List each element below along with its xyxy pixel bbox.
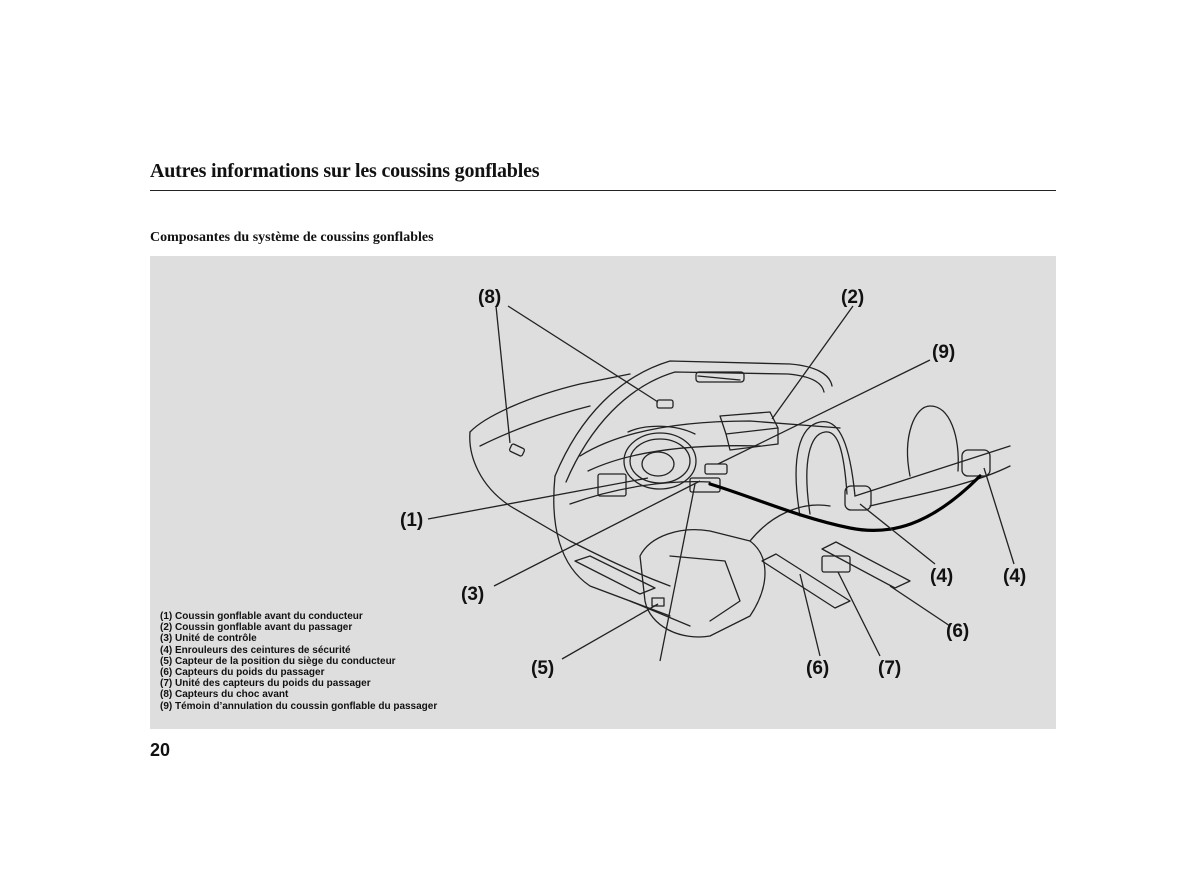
leader-7 (837, 571, 881, 657)
legend-item: (3) Unité de contrôle (160, 633, 257, 645)
legend-item: (9) Témoin d’annulation du coussin gonfl… (160, 700, 438, 712)
seat-rail (629, 600, 691, 627)
leader-6b (799, 573, 821, 657)
callout-8: (8) (478, 287, 501, 308)
retractor-right (961, 449, 991, 477)
airbag-components-diagram: (8) (2) (9) (1) (3) (4) (4) (6) (5) (6) … (400, 287, 1026, 679)
indicator-module (704, 463, 728, 475)
callout-5: (5) (531, 658, 554, 679)
legend-item: (8) Capteurs du choc avant (160, 689, 289, 701)
front-impact-sensor-left (508, 443, 526, 457)
callout-1: (1) (400, 510, 423, 531)
driver-seat (639, 529, 766, 638)
callout-3: (3) (461, 584, 484, 605)
diagram-panel: (8) (2) (9) (1) (3) (4) (4) (6) (5) (6) … (150, 256, 1056, 729)
callout-7: (7) (878, 658, 901, 679)
wiring-harness (708, 474, 982, 532)
page-number: 20 (150, 740, 171, 760)
title-rule (150, 190, 1056, 191)
leader-8b (507, 305, 659, 403)
leader-1 (427, 477, 649, 520)
callout-6-right: (6) (946, 621, 969, 642)
driver-airbag-module (641, 451, 675, 477)
callout-6-bottom: (6) (806, 658, 829, 679)
leader-3b (659, 483, 696, 662)
rear-headrest-hoop (906, 405, 959, 477)
leader-4b (983, 467, 1015, 565)
retractor-left (844, 485, 872, 511)
leader-8a (495, 305, 511, 444)
leader-5 (561, 603, 659, 660)
callout-2: (2) (841, 287, 864, 308)
leader-2 (771, 305, 854, 420)
legend-item: (5) Capteur de la position du siège du c… (160, 655, 396, 667)
leader-4a (859, 503, 936, 565)
seat-position-sensor (651, 597, 665, 607)
weight-sensor-unit (821, 555, 851, 573)
legend-item: (2) Coussin gonflable avant du passager (160, 622, 353, 634)
front-impact-sensor-right (656, 399, 674, 409)
weight-sensor-rail-front (821, 541, 911, 589)
control-unit-box (597, 473, 627, 497)
passenger-headrest-hoop (795, 421, 856, 517)
car-hood-outline (469, 373, 631, 433)
weight-sensor-rail-rear (761, 553, 851, 609)
legend-item: (7) Unité des capteurs du poids du passa… (160, 678, 371, 690)
legend-item: (4) Enrouleurs des ceintures de sécurité (160, 644, 351, 656)
component-legend: (1) Coussin gonflable avant du conducteu… (160, 611, 437, 712)
leader-6a (889, 585, 951, 627)
legend-item: (6) Capteurs du poids du passager (160, 667, 325, 679)
door-line (553, 475, 671, 617)
callout-4-right: (4) (1003, 566, 1026, 587)
rear-view-mirror (695, 371, 745, 383)
windshield-frame (554, 360, 833, 477)
leader-9 (717, 359, 931, 465)
callout-9: (9) (932, 342, 955, 363)
dashboard-outline (579, 420, 841, 457)
leader-3 (493, 480, 701, 587)
callout-4-left: (4) (930, 566, 953, 587)
legend-item: (1) Coussin gonflable avant du conducteu… (160, 611, 363, 622)
page-title: Autres informations sur les coussins gon… (150, 160, 540, 182)
steering-wheel (623, 432, 697, 490)
section-title: Composantes du système de coussins gonfl… (150, 230, 434, 245)
